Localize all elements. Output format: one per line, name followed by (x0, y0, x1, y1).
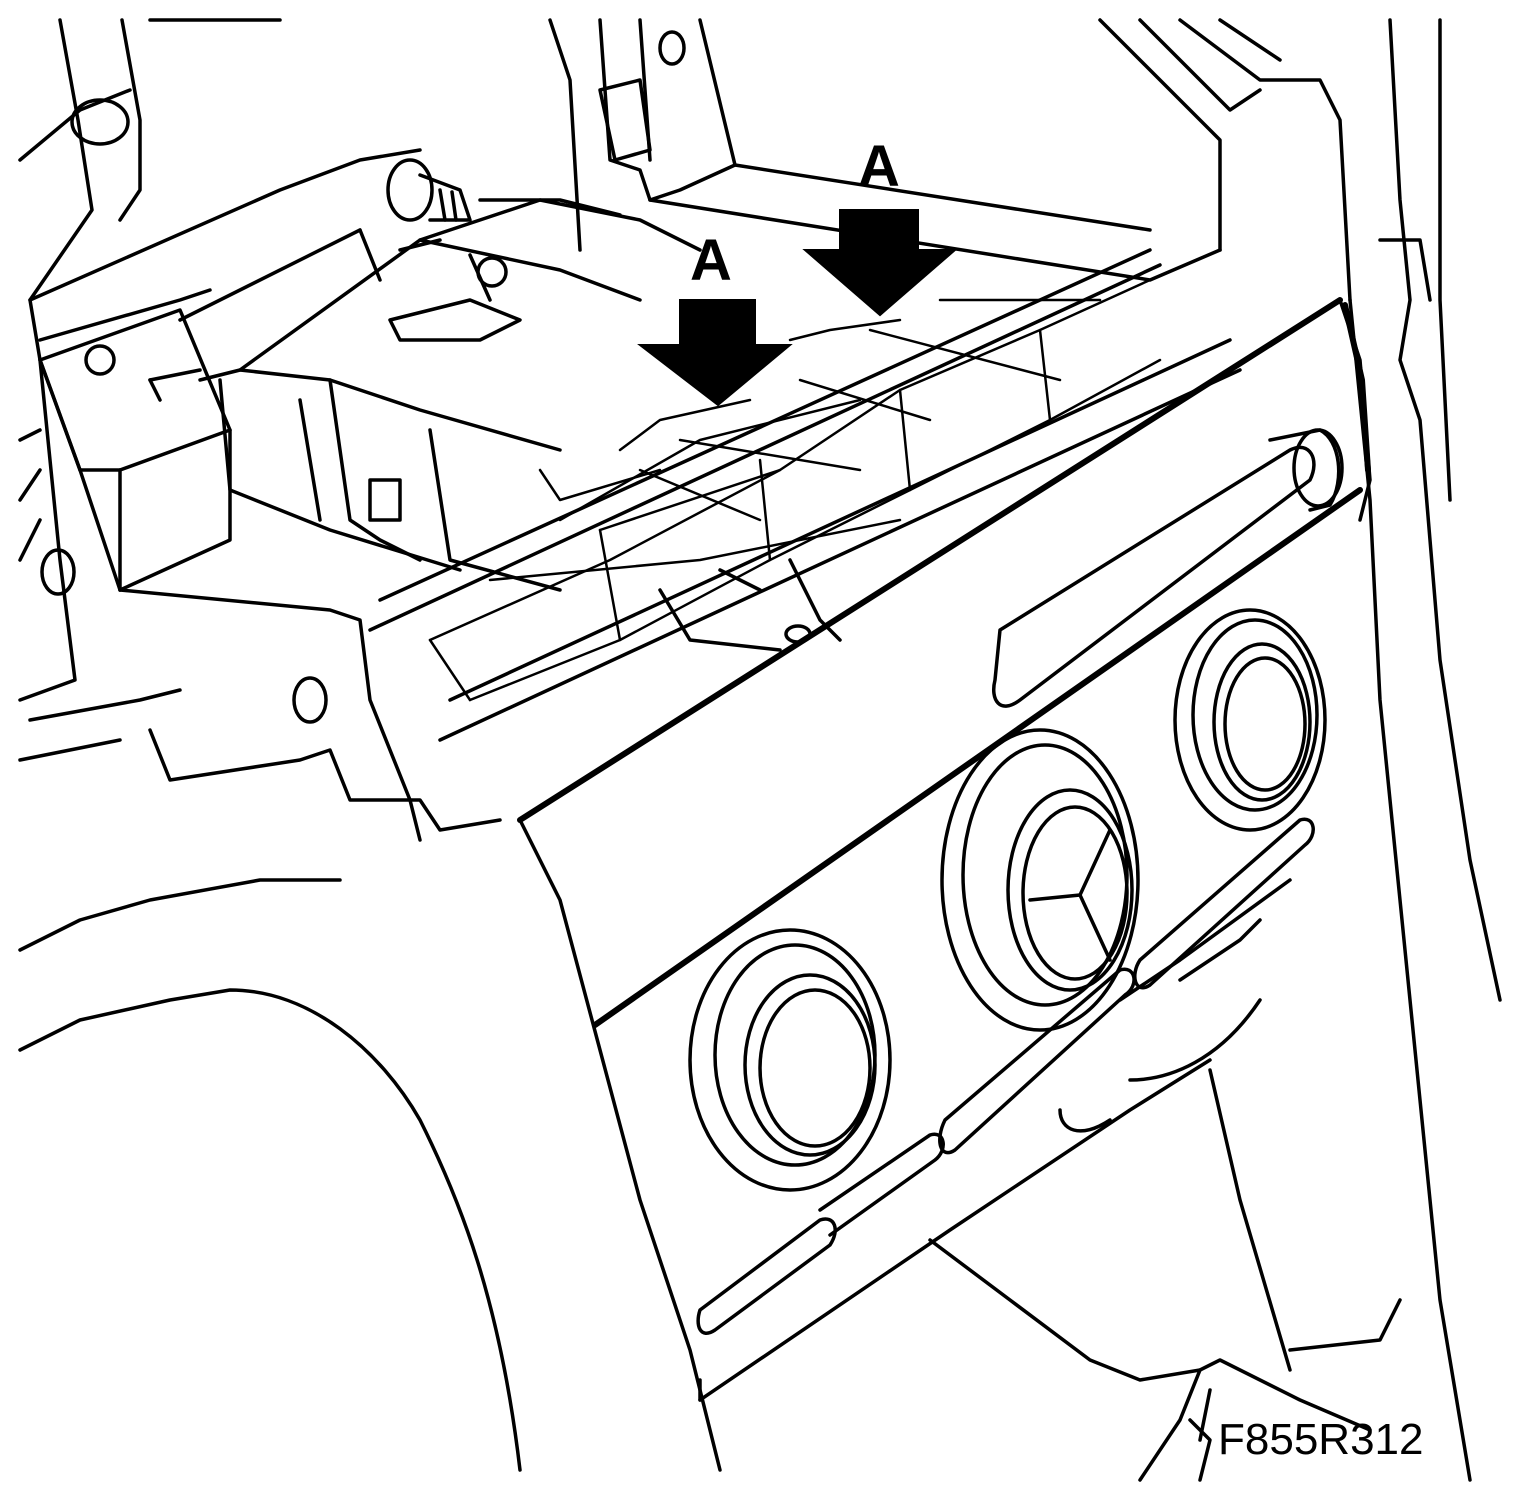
callout-label-left: A (690, 228, 732, 293)
bolt-connector (386, 158, 622, 252)
knob-right (1173, 608, 1327, 832)
arrow-right-icon (802, 209, 958, 317)
arrow-left-icon (637, 299, 793, 407)
figure-id: F855R312 (1218, 1415, 1424, 1464)
lower-console (18, 878, 1372, 1482)
carrier-frame (368, 248, 1242, 742)
callout-label-right: A (858, 134, 900, 199)
left-dashboard-structure (18, 18, 502, 832)
knob-left (688, 928, 892, 1192)
upper-cavity (548, 18, 1352, 302)
control-module (148, 198, 702, 592)
right-pillar (1288, 18, 1502, 1482)
button-row (696, 817, 1315, 1335)
knob-center (940, 728, 1140, 1032)
control-panel-fascia (517, 297, 1372, 1472)
display-slot (992, 428, 1344, 708)
mounting-bracket (38, 308, 422, 842)
callout-arrows (637, 209, 958, 407)
